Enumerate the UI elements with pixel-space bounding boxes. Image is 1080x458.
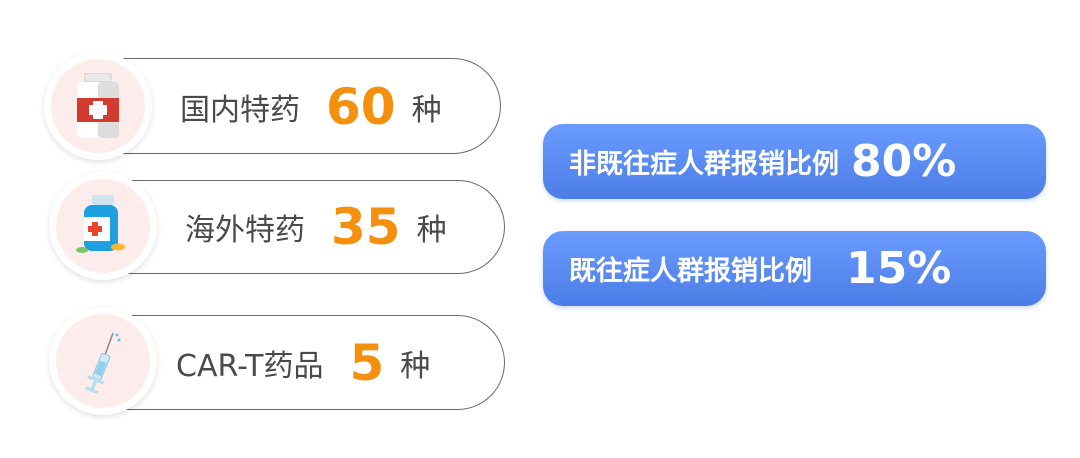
drug-row-domestic: [118, 58, 501, 154]
icon-circle: [49, 307, 157, 415]
drug-count: 35: [331, 198, 401, 256]
syringe-icon: [85, 332, 121, 393]
reimbursement-value: 80%: [851, 136, 957, 187]
drug-row-cart: [122, 315, 505, 410]
drug-count: 5: [349, 334, 385, 392]
drug-row-text: 海外特药 35 种: [185, 192, 447, 262]
drug-count: 60: [326, 78, 396, 136]
drug-row-text: 国内特药 60 种: [180, 72, 442, 142]
drug-row-text: CAR-T药品 5 种: [176, 328, 430, 398]
reimbursement-preexisting: 既往症人群报销比例 15%: [543, 231, 1046, 306]
drug-unit: 种: [411, 93, 442, 128]
drug-unit: 种: [400, 349, 431, 384]
drug-row-overseas: [122, 180, 505, 274]
drug-label: 海外特药: [185, 213, 305, 248]
drug-unit: 种: [416, 213, 447, 248]
icon-circle: [49, 172, 157, 280]
reimbursement-label: 既往症人群报销比例: [569, 256, 812, 287]
reimbursement-value: 15%: [846, 243, 952, 294]
drug-label: CAR-T药品: [176, 349, 324, 384]
reimbursement-label: 非既往症人群报销比例: [569, 149, 839, 180]
icon-circle: [44, 52, 152, 160]
blue-medicine-bottle-icon: [76, 195, 125, 253]
reimbursement-non-preexisting: 非既往症人群报销比例 80%: [543, 124, 1046, 199]
medicine-bottle-icon: [77, 73, 119, 138]
drug-label: 国内特药: [180, 93, 300, 128]
